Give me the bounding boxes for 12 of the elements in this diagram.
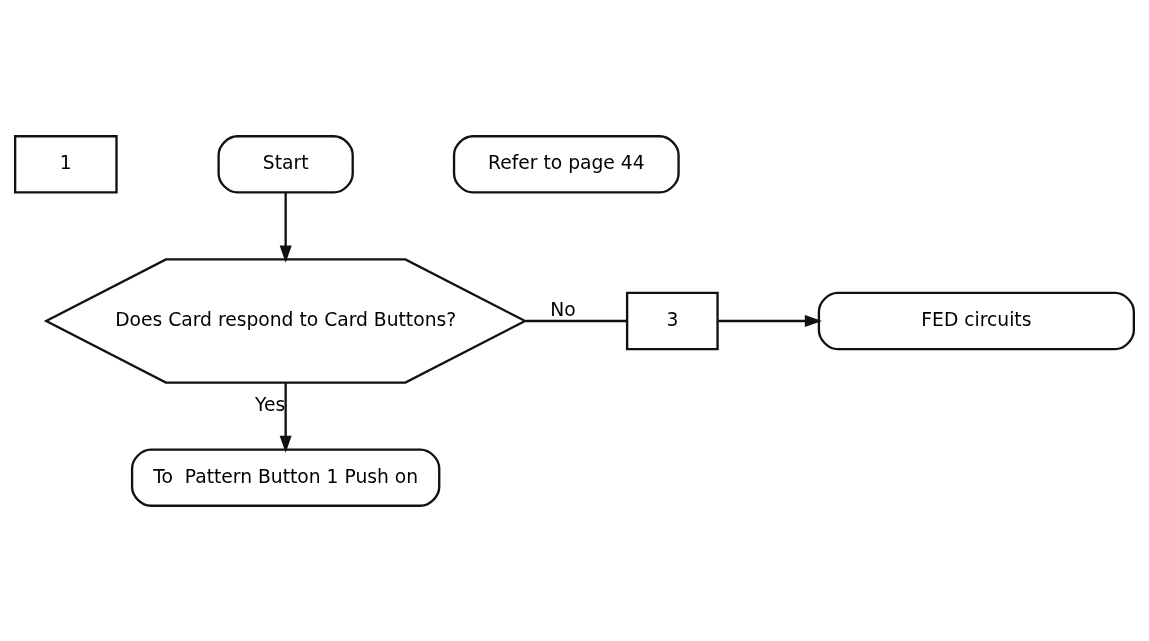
edge-label: Yes — [254, 393, 286, 415]
node-box: FED circuits — [817, 291, 1136, 350]
connector — [525, 319, 627, 322]
edge-label: No — [550, 298, 576, 320]
node-box: To Pattern Button 1 Push on — [130, 447, 441, 507]
node-box: Start — [217, 134, 354, 194]
arrow — [718, 314, 822, 327]
node-box: Refer to page 44 — [452, 134, 680, 194]
node-box: 3 — [625, 291, 719, 350]
arrow — [279, 382, 292, 453]
node-box: 1 — [13, 134, 118, 194]
arrow — [279, 192, 292, 263]
